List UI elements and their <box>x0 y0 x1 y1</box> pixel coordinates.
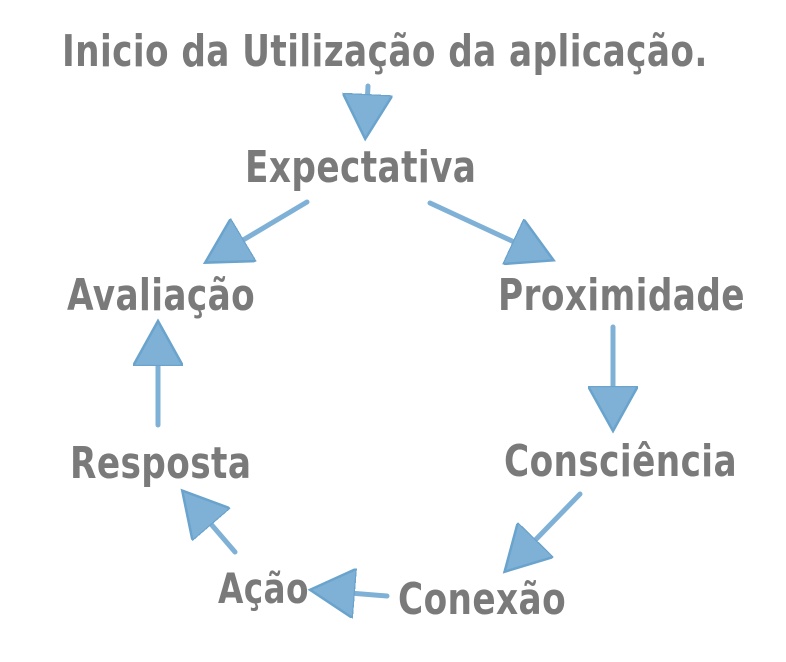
arrow-acao-to-resposta <box>192 502 238 555</box>
node-avaliacao: Avaliação <box>67 270 256 321</box>
arrow-conexao-to-acao <box>325 591 390 596</box>
node-expectativa: Expectativa <box>245 142 477 193</box>
node-consciencia: Consciência <box>504 436 738 487</box>
diagram-title: Inicio da Utilização da aplicação. <box>62 26 708 77</box>
node-resposta: Resposta <box>70 438 252 489</box>
node-conexao: Conexão <box>398 574 567 625</box>
arrow-consciencia-to-conexao <box>515 491 583 561</box>
arrow-expectativa-to-proximidade <box>427 200 540 254</box>
arrow-avaliacao-to-expectativa <box>218 199 310 255</box>
node-proximidade: Proximidade <box>498 270 745 321</box>
node-acao: Ação <box>218 564 309 613</box>
arrow-title-to-expectativa <box>366 83 368 124</box>
